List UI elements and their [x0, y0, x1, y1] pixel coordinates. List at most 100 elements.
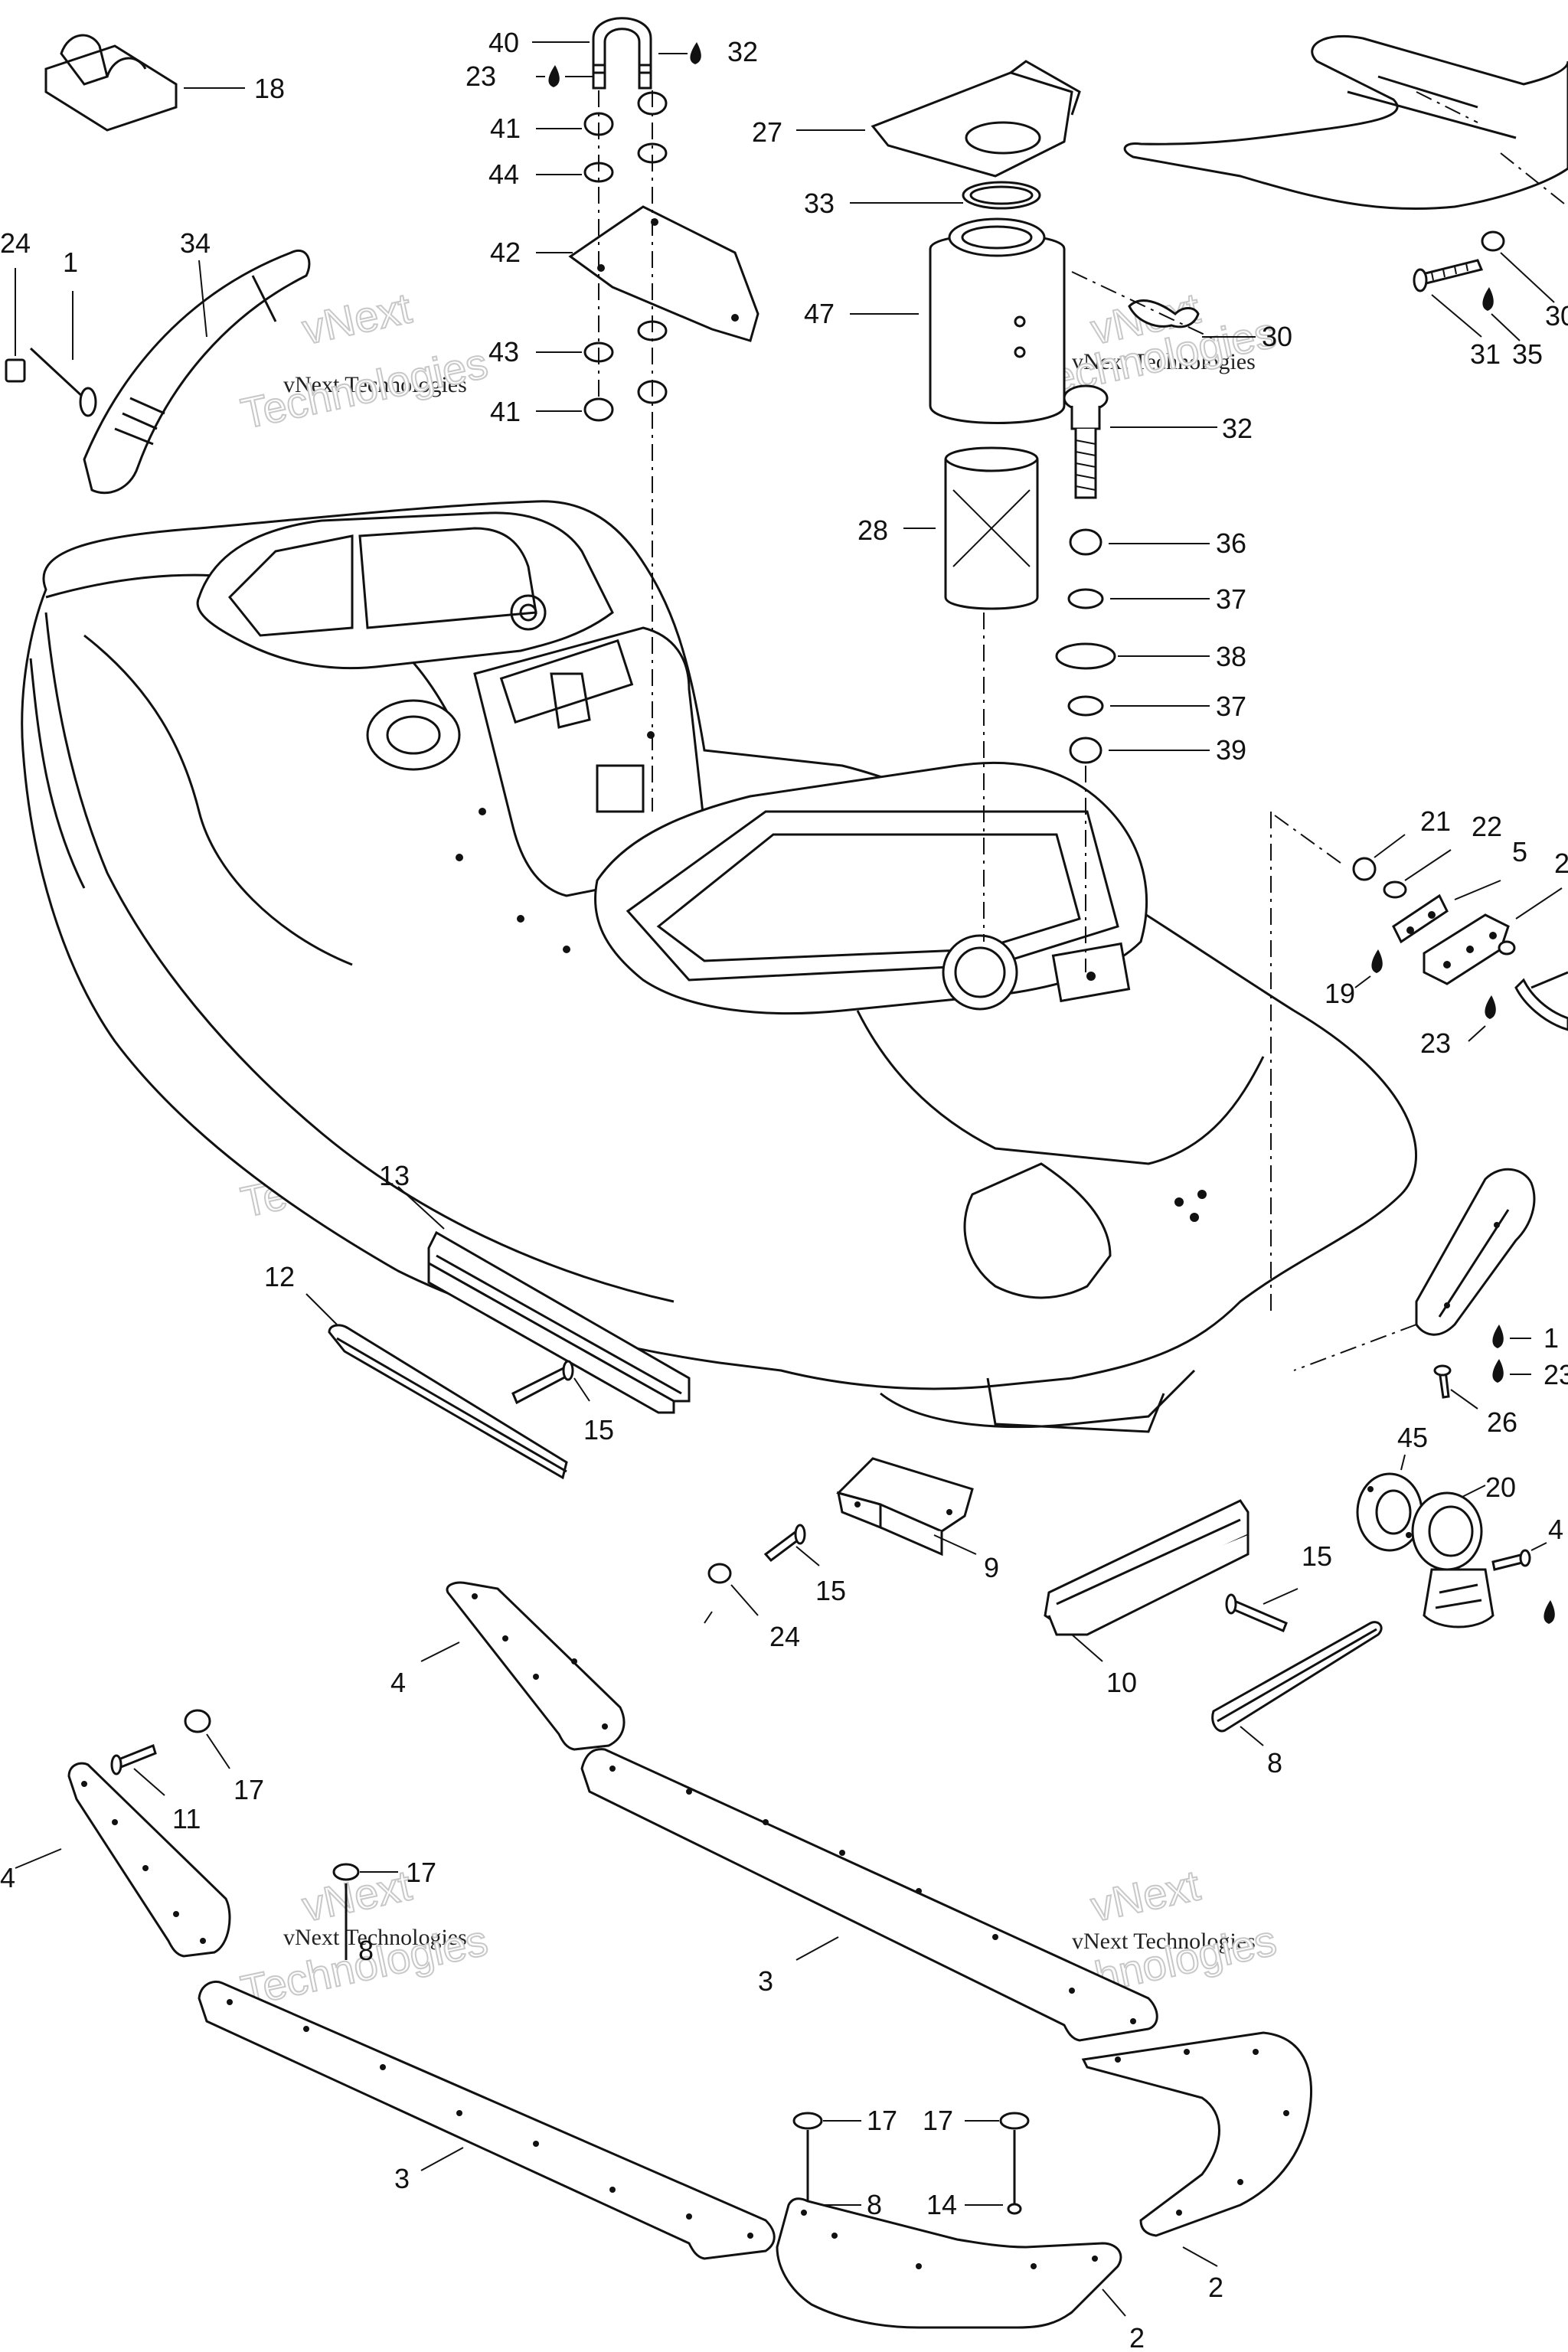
callout-4-lower: 4 — [0, 1862, 15, 1893]
callout-33: 33 — [804, 188, 835, 219]
callout-23-top: 23 — [466, 60, 496, 92]
part-41-nut-lower: 41 — [490, 380, 668, 427]
part-17-plug-d: 17 — [923, 2105, 1030, 2136]
callout-17-b: 17 — [406, 1857, 436, 1888]
callout-13: 13 — [379, 1160, 410, 1191]
callout-20: 20 — [1485, 1472, 1516, 1503]
part-cable-tie — [1514, 971, 1568, 1031]
part-43-washer: 43 — [488, 320, 668, 368]
callout-17-a: 17 — [234, 1774, 264, 1805]
part-2-plate-right: 2 — [1423, 848, 1568, 985]
callout-15-a: 15 — [583, 1414, 614, 1446]
callout-21: 21 — [1420, 805, 1451, 837]
part-26-screw: 26 — [1433, 1364, 1517, 1438]
part-17-plug-a: 17 — [184, 1709, 264, 1805]
part-33-clamp: 33 — [804, 181, 1041, 219]
hull-body — [21, 500, 1417, 1433]
part-1-screw: 1 — [29, 247, 97, 417]
callout-36: 36 — [1216, 528, 1246, 559]
part-22-washer: 22 — [1383, 811, 1502, 899]
drop-1-right: 1 — [1492, 1322, 1559, 1354]
callout-43: 43 — [488, 336, 519, 368]
part-10-bumper-rail: 10 — [1044, 1499, 1250, 1698]
part-grab-handle — [1123, 34, 1568, 211]
drop-32-right: 35 — [1482, 287, 1543, 370]
part-44-washer: 44 — [488, 142, 668, 190]
drop-32-top: 32 — [658, 36, 758, 67]
callout-19: 19 — [1325, 978, 1355, 1009]
part-38-washer-large: 38 — [1055, 641, 1246, 672]
part-21-nut: 21 — [1352, 805, 1451, 881]
part-47-wing-nut: 30 — [1128, 299, 1292, 352]
callout-4-right: 4 — [1548, 1514, 1563, 1545]
callout-23-lower: 23 — [1544, 1359, 1568, 1390]
callout-8-c: 8 — [867, 2189, 882, 2220]
part-4-plate-lower: 4 — [0, 1762, 231, 1958]
callout-32-top: 32 — [727, 36, 758, 67]
part-20-drain-plug: 20 — [1411, 1472, 1516, 1628]
callout-23-right: 23 — [1420, 1027, 1451, 1059]
callout-41-upper: 41 — [490, 113, 521, 144]
svg-text:vNext Technologies: vNext Technologies — [1072, 349, 1256, 374]
part-2-strake-lower: 2 — [776, 2197, 1145, 2352]
part-41-nut-upper: 41 — [490, 91, 668, 144]
part-30-washer: 30 — [1481, 230, 1568, 332]
callout-4-upper: 4 — [390, 1667, 406, 1698]
callout-17-c: 17 — [867, 2105, 897, 2136]
drop-23-right: 23 — [1420, 995, 1496, 1059]
part-8-rivet-b: 8 — [345, 1883, 374, 1966]
callout-3-upper: 3 — [758, 1965, 773, 1997]
drop-23-top: 23 — [466, 60, 593, 92]
callout-41-lower: 41 — [490, 396, 521, 427]
part-39-nut: 39 — [1069, 734, 1246, 766]
watermark-top-left: vNext vNext Technologies Technologies — [236, 283, 492, 438]
callout-8-a: 11 — [172, 1803, 201, 1834]
svg-text:vNext Technologies: vNext Technologies — [1072, 1929, 1256, 1954]
callout-45: 45 — [1397, 1422, 1428, 1453]
part-37-washer-b: 37 — [1067, 691, 1246, 722]
part-36-nut: 36 — [1069, 528, 1246, 559]
callout-2-right: 2 — [1554, 848, 1568, 879]
callout-31: 31 — [1470, 338, 1501, 370]
callout-24-mid: 24 — [769, 1621, 800, 1652]
callout-11: 8 — [1267, 1747, 1282, 1779]
svg-text:vNext Technologies: vNext Technologies — [283, 372, 467, 397]
drop-23-lower: 23 — [1492, 1359, 1568, 1390]
part-40-u-bolt: 40 — [488, 17, 652, 90]
callout-30: 30 — [1545, 300, 1568, 332]
callout-42: 42 — [490, 237, 521, 268]
drop-19: 19 — [1325, 949, 1383, 1009]
part-27-neck-support: 27 — [752, 60, 1081, 178]
part-2-strake-upper: 2 — [1081, 2031, 1312, 2303]
part-13-bumper-rail: 13 — [379, 1160, 691, 1414]
part-8-rivet-a: 11 — [110, 1743, 201, 1834]
dash-bumper — [1293, 1324, 1417, 1371]
svg-text:vNext: vNext — [298, 283, 416, 353]
callout-39: 39 — [1216, 734, 1246, 766]
callout-35: 32 — [1222, 413, 1253, 444]
part-15-rivet-b: 15 — [763, 1524, 846, 1606]
callout-44: 44 — [488, 158, 519, 190]
part-31-screw: 31 — [1413, 259, 1501, 370]
callout-24-top: 24 — [0, 227, 31, 259]
svg-text:vNext Technologies: vNext Technologies — [283, 1925, 467, 1950]
svg-text:Technologies: Technologies — [237, 338, 492, 438]
part-3-strake-long-a: 3 — [580, 1748, 1158, 2042]
part-1-bumper — [1415, 1168, 1536, 1336]
part-37-washer-a: 37 — [1067, 583, 1246, 615]
callout-28: 28 — [858, 514, 888, 546]
part-4-plate-upper: 4 — [390, 1581, 626, 1751]
dash-wing-nut — [1071, 271, 1218, 341]
callout-34: 34 — [180, 227, 211, 259]
part-4-screw-right: 4 — [1491, 1514, 1563, 1571]
callout-5: 5 — [1512, 836, 1527, 867]
callout-2-upper: 2 — [1208, 2272, 1223, 2303]
part-5-plate: 5 — [1392, 836, 1527, 944]
callout-37-a: 37 — [1216, 583, 1246, 615]
callout-47: 30 — [1262, 321, 1292, 352]
callout-2-lower: 2 — [1129, 2322, 1145, 2352]
callout-14: 14 — [926, 2189, 957, 2220]
callout-38: 38 — [1216, 641, 1246, 672]
svg-text:vNext: vNext — [1086, 1860, 1204, 1930]
